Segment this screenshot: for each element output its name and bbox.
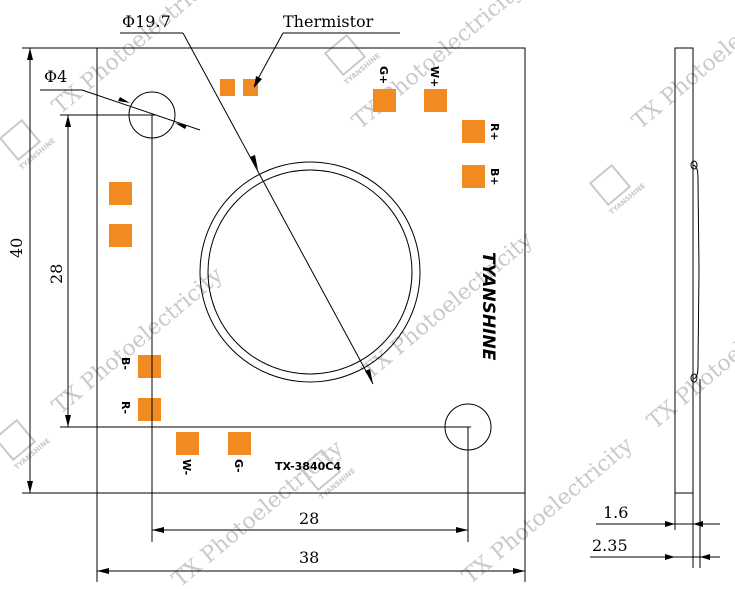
dim-2-35-label: 2.35 xyxy=(592,536,628,555)
led-outer-ring xyxy=(199,161,421,383)
pad-unlabeled-2 xyxy=(109,224,132,247)
watermark-logo-3: TYANSHINE xyxy=(588,163,647,216)
thermistor-leader xyxy=(253,32,284,87)
board-brand-text: TYANSHINE xyxy=(478,252,498,361)
pad-label-b-minus: B- xyxy=(119,357,132,370)
side-view-bump-top xyxy=(690,160,698,170)
led-inner-ring xyxy=(207,169,413,375)
dim-38-arrow-right xyxy=(513,568,525,574)
board-outline xyxy=(96,47,526,494)
dim-40-arrow-top xyxy=(27,48,33,60)
pad-label-w-minus: W- xyxy=(180,459,193,475)
dim-28v-arrow-top xyxy=(65,115,71,127)
dim-38-label: 38 xyxy=(299,548,319,567)
pad-g-plus xyxy=(373,89,396,112)
hole-diameter-arrow-2 xyxy=(175,123,187,129)
dim-1-6-arrow-right xyxy=(693,521,703,527)
led-diameter-arrow-2 xyxy=(365,369,373,384)
pad-b-minus xyxy=(138,355,161,378)
led-diameter-leader xyxy=(182,32,374,385)
dim-28h-arrow-right xyxy=(456,527,468,533)
thermistor-pad-1 xyxy=(220,79,235,96)
dim-38-arrow-left xyxy=(97,568,109,574)
pad-label-g-plus: G+ xyxy=(377,66,390,84)
dim-28h-arrow-left xyxy=(152,527,164,533)
pad-label-r-plus: R+ xyxy=(488,123,501,141)
thermistor-arrow xyxy=(254,76,262,88)
pad-label-w-plus: W+ xyxy=(428,66,441,87)
watermark-logo-1: TYANSHINE xyxy=(0,118,57,171)
dim-40-label: 40 xyxy=(7,238,26,258)
led-diameter-arrow-1 xyxy=(250,155,258,170)
watermark-text-5: TX Photoelectricity xyxy=(358,227,538,384)
dim-1-6-arrow-left xyxy=(665,521,675,527)
side-view-lens-profile xyxy=(692,164,700,380)
pad-label-r-minus: R- xyxy=(119,401,132,414)
hole-diameter-label: Φ4 xyxy=(44,67,67,86)
dim-28h-label: 28 xyxy=(299,509,319,528)
hole-diameter-arrow-1 xyxy=(118,97,130,103)
watermark-logo-4: TYANSHINE xyxy=(0,418,52,471)
pad-label-g-minus: G- xyxy=(232,459,245,473)
thermistor-pad-2 xyxy=(243,79,258,96)
watermark-text-6: TX Photoelectricity xyxy=(643,277,735,434)
pad-b-plus xyxy=(462,165,485,188)
thermistor-label: Thermistor xyxy=(283,12,374,31)
dim-28v-arrow-bottom xyxy=(65,415,71,427)
dim-2-35-arrow-left xyxy=(665,554,675,560)
dim-2-35-arrow-right xyxy=(700,554,710,560)
pad-unlabeled-1 xyxy=(109,182,132,205)
pad-r-plus xyxy=(462,120,485,143)
side-view-board xyxy=(674,47,694,494)
dim-28v-label: 28 xyxy=(47,264,66,284)
dim-40-arrow-bottom xyxy=(27,481,33,493)
watermark-text-3: TX Photoelectricity xyxy=(628,0,735,135)
dim-1-6-label: 1.6 xyxy=(603,503,628,522)
pad-label-b-plus: B+ xyxy=(488,168,501,186)
pad-r-minus xyxy=(138,398,161,421)
hole-diameter-leader xyxy=(81,89,201,131)
pad-w-minus xyxy=(176,432,199,455)
led-diameter-label: Φ19.7 xyxy=(122,12,171,31)
board-model-text: TX-3840C4 xyxy=(275,460,341,473)
pad-w-plus xyxy=(424,89,447,112)
pad-g-minus xyxy=(228,432,251,455)
watermark-text-7: TX Photoelectricity xyxy=(168,435,348,589)
watermark-logo-2: TYANSHINE xyxy=(323,33,382,86)
side-view-bump-bottom xyxy=(690,373,698,383)
